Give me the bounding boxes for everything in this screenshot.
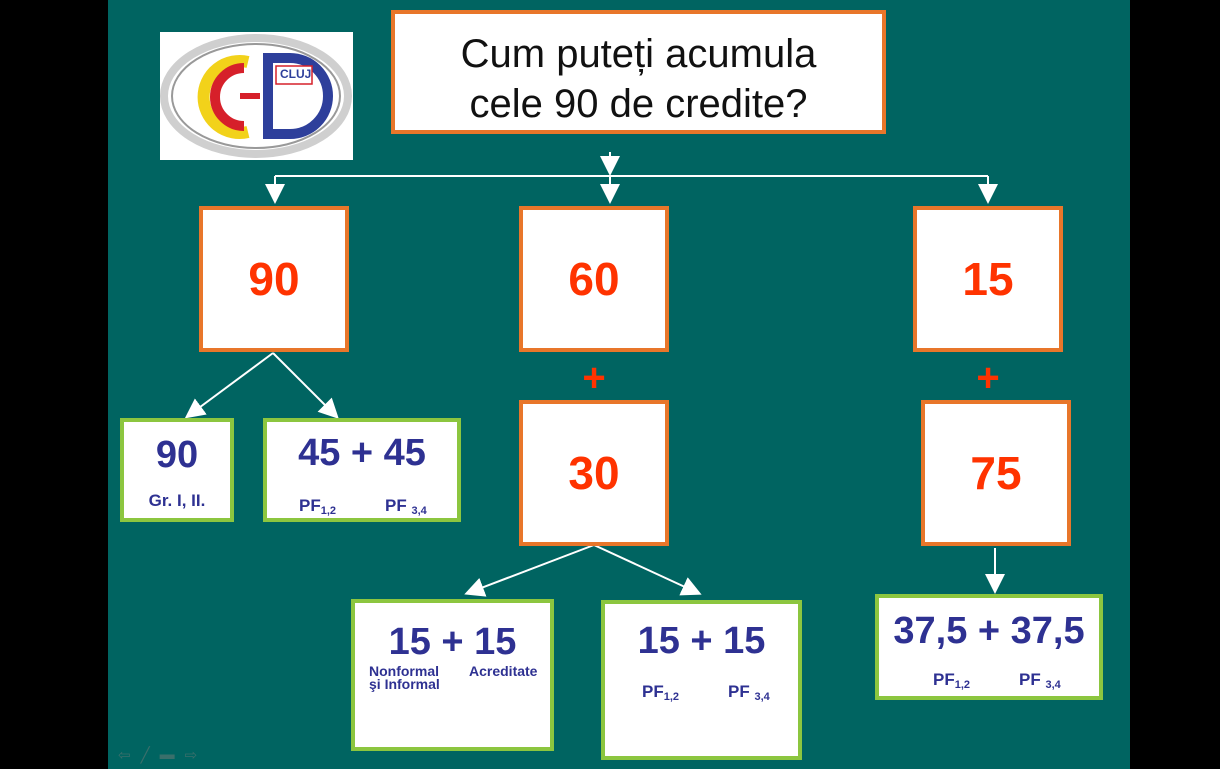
slide-nav: ⇦ ╱ ▬ ⇨ — [118, 746, 197, 764]
leaf-15-right-label: PF 3,4 — [728, 682, 770, 703]
title-line-1: Cum puteți acumula — [460, 32, 817, 76]
leaf-15-box: 15 + 15 PF1,2 PF 3,4 — [601, 600, 802, 760]
leaf-90-label: Gr. I, II. — [148, 491, 206, 510]
title-box: Cum puteți acumula cele 90 de credite? — [391, 10, 886, 134]
option-60-box: 60 — [519, 206, 669, 352]
option-75-value: 75 — [970, 447, 1022, 499]
option-60-value: 60 — [568, 253, 620, 305]
leaf-37-box: 37,5 + 37,5 PF1,2 PF 3,4 — [875, 594, 1103, 700]
leaf-45-box: 45 + 45 PF1,2 PF 3,4 — [263, 418, 461, 522]
leaf-37-left-label: PF1,2 — [933, 670, 971, 691]
leaf-37-value: 37,5 + 37,5 — [893, 610, 1085, 652]
leaf-45-value: 45 + 45 — [298, 432, 426, 474]
option-15-value: 15 — [962, 253, 1014, 305]
pen-icon[interactable]: ╱ — [140, 747, 150, 764]
option-90-box: 90 — [199, 206, 349, 352]
leaf-37-right-label: PF 3,4 — [1019, 670, 1061, 691]
logo-text: CLUJ — [280, 67, 312, 81]
leaf-90-box: 90 Gr. I, II. — [120, 418, 234, 522]
option-15-box: 15 — [913, 206, 1063, 352]
forward-icon[interactable]: ⇨ — [184, 747, 198, 764]
cgd-logo-icon — [160, 34, 352, 158]
leaf-15-value: 15 + 15 — [637, 620, 766, 662]
plus-sign: + — [976, 356, 1000, 400]
title-line-2: cele 90 de credite? — [469, 82, 808, 126]
option-30-value: 30 — [568, 447, 620, 499]
leaf-45-right-label: PF 3,4 — [385, 496, 427, 517]
leaf-45-left-label: PF1,2 — [299, 496, 337, 517]
option-30-box: 30 — [519, 400, 669, 546]
option-75-box: 75 — [921, 400, 1071, 546]
menu-icon[interactable]: ▬ — [159, 746, 175, 763]
plus-sign: + — [582, 356, 606, 400]
slide: CLUJ Cum puteți acumula cele 90 de credi… — [108, 0, 1130, 769]
leaf-acreditate-label: Acreditate — [469, 663, 538, 679]
leaf-90-value: 90 — [155, 434, 199, 476]
connector-lines — [184, 152, 1005, 597]
leaf-nonformal-value: 15 + 15 — [388, 621, 517, 663]
back-icon[interactable]: ⇦ — [118, 747, 131, 764]
leaf-15-left-label: PF1,2 — [642, 682, 680, 703]
option-90-value: 90 — [248, 253, 300, 305]
logo: CLUJ — [160, 32, 353, 160]
